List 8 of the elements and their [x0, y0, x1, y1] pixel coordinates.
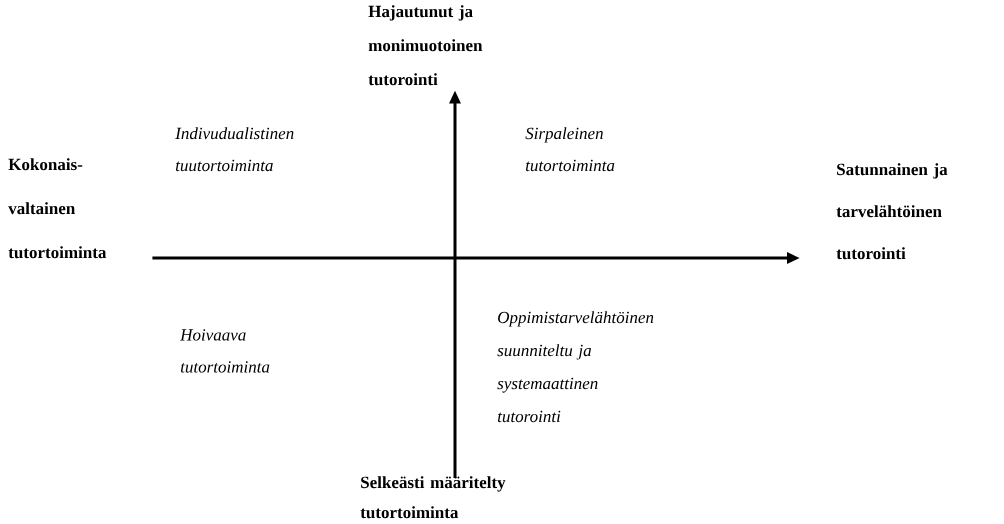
axis-label: Satunnainen ja tarvelähtöinen tutorointi — [836, 163, 948, 260]
axis-label: Kokonais- valtainen tutortoiminta — [8, 158, 107, 259]
axis-label: Selkeästi määritelty tutortoiminta — [360, 476, 506, 519]
quadrant-label: Oppimistarvelähtöinen suunniteltu ja systemaattinen tutorointi — [497, 311, 654, 423]
quadrant-label: Sirpaleinen tutortoiminta — [525, 127, 615, 172]
quadrant-label: Indivudualistinen tuutortoiminta — [175, 127, 294, 172]
axis-label: Hajautunut ja monimuotoinen tutorointi — [368, 5, 483, 86]
quadrant-label: Hoivaava tutortoiminta — [180, 329, 270, 373]
